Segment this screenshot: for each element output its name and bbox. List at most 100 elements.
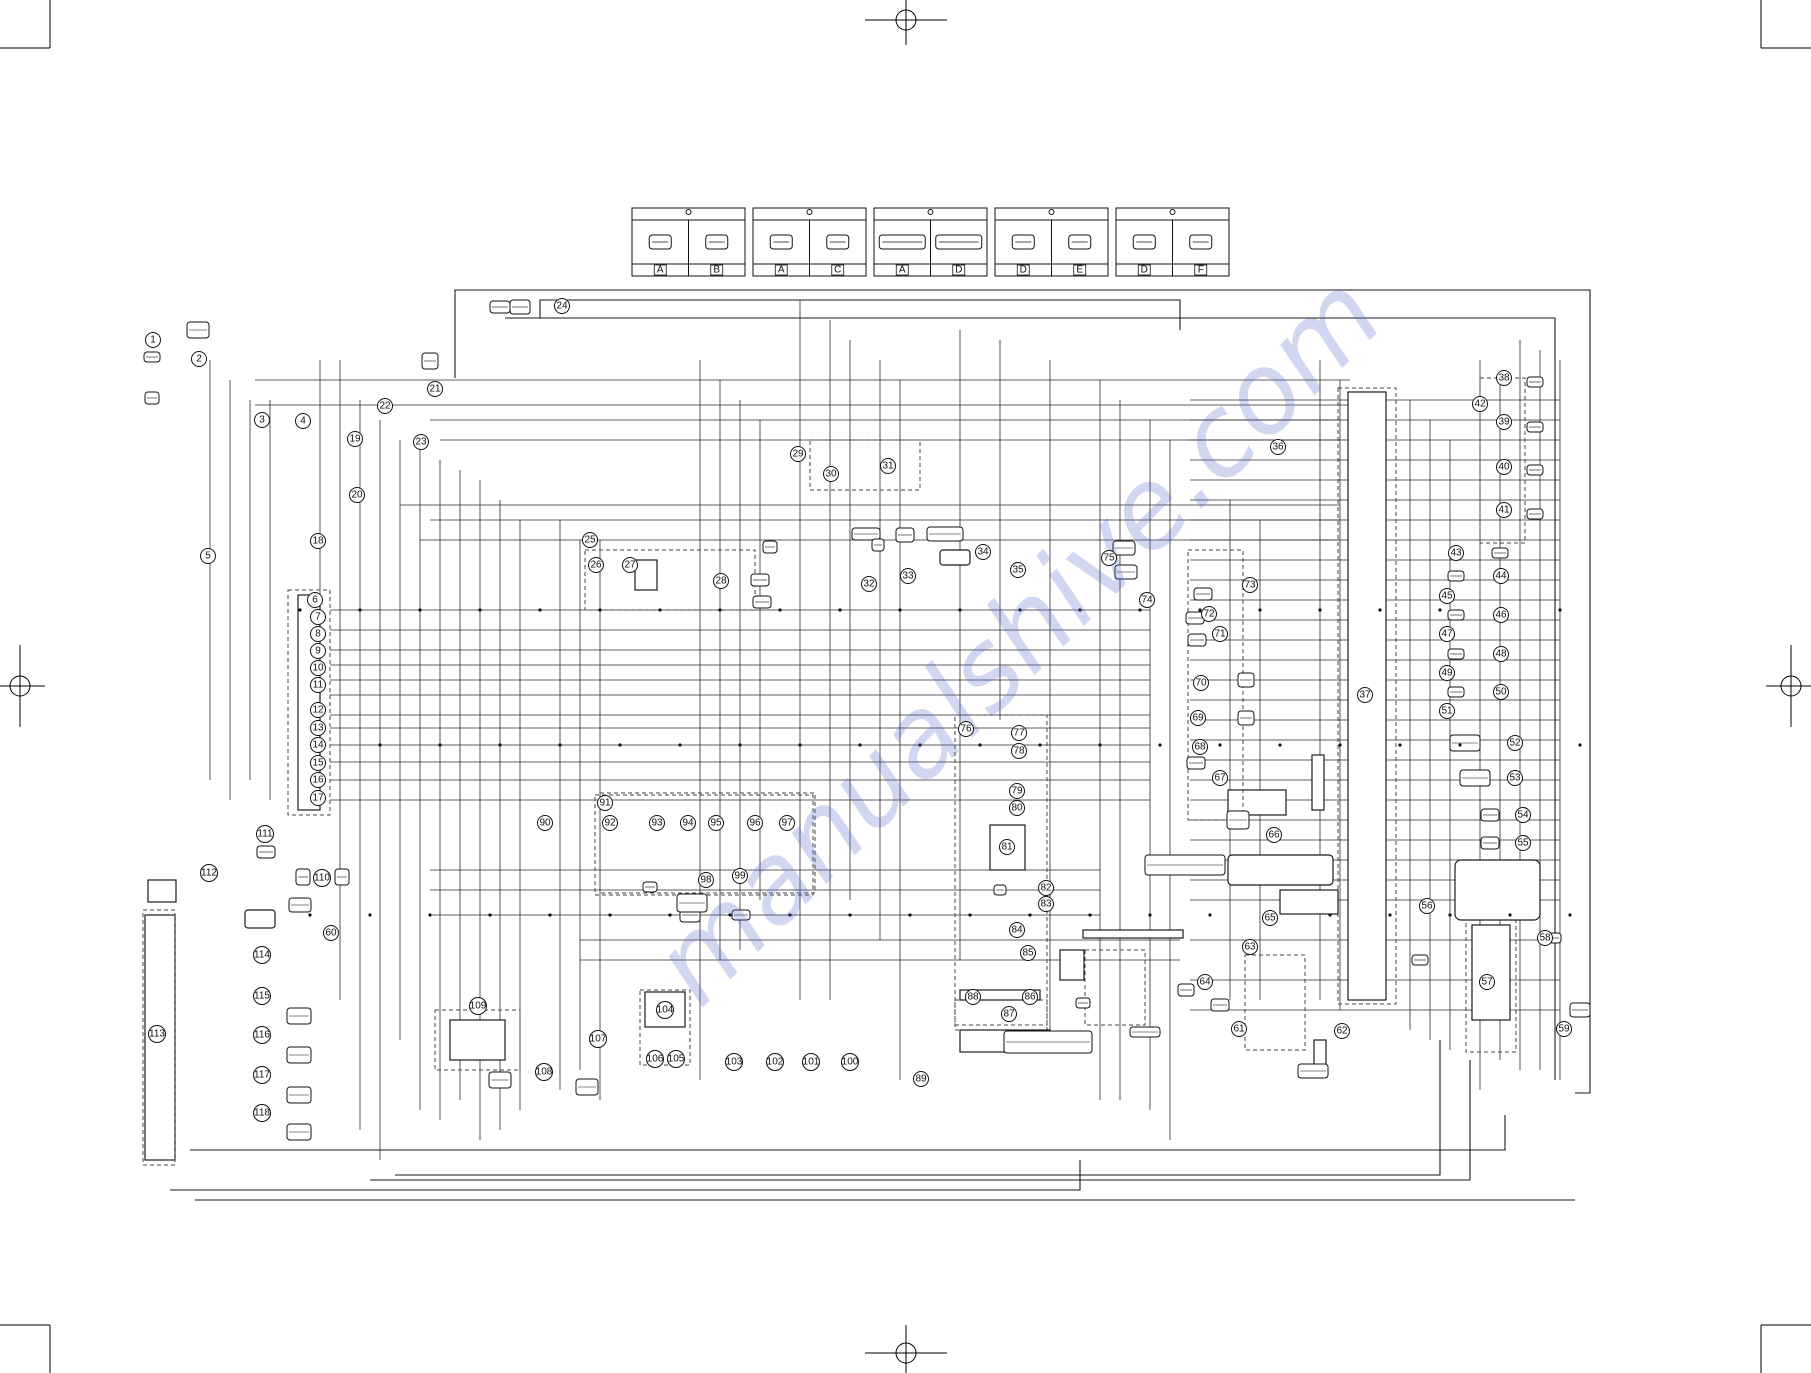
junction-dot bbox=[1328, 913, 1332, 917]
connector-glyph bbox=[1297, 1063, 1329, 1079]
svg-text:53: 53 bbox=[1509, 773, 1521, 784]
connector-glyph bbox=[1210, 998, 1230, 1012]
callout-29: 29 bbox=[790, 446, 806, 462]
svg-text:3: 3 bbox=[259, 415, 265, 426]
svg-text:23: 23 bbox=[415, 437, 427, 448]
callout-92: 92 bbox=[602, 815, 618, 831]
svg-text:10: 10 bbox=[312, 663, 324, 674]
connector-glyph bbox=[752, 595, 772, 609]
svg-text:33: 33 bbox=[902, 571, 914, 582]
svg-text:64: 64 bbox=[1199, 977, 1211, 988]
legend-letter: C bbox=[831, 265, 845, 276]
legend-letter: A bbox=[774, 265, 788, 276]
connector-glyph bbox=[509, 299, 531, 315]
callout-10: 10 bbox=[310, 660, 326, 676]
callout-27: 27 bbox=[622, 557, 638, 573]
callout-12: 12 bbox=[310, 702, 326, 718]
callout-15: 15 bbox=[310, 755, 326, 771]
callout-94: 94 bbox=[680, 815, 696, 831]
svg-text:14: 14 bbox=[312, 740, 324, 751]
svg-text:70: 70 bbox=[1195, 678, 1207, 689]
junction-dot bbox=[358, 608, 362, 612]
callout-104: 104 bbox=[656, 1001, 674, 1019]
junction-dot bbox=[1318, 608, 1322, 612]
callout-32: 32 bbox=[861, 576, 877, 592]
callout-21: 21 bbox=[427, 381, 443, 397]
junction-dot bbox=[368, 913, 372, 917]
svg-text:102: 102 bbox=[767, 1057, 784, 1068]
svg-text:58: 58 bbox=[1539, 933, 1551, 944]
callout-44: 44 bbox=[1493, 568, 1509, 584]
junction-dot bbox=[1438, 608, 1442, 612]
junction-dot bbox=[428, 913, 432, 917]
callout-80: 80 bbox=[1009, 800, 1025, 816]
svg-text:100: 100 bbox=[842, 1057, 859, 1068]
svg-text:63: 63 bbox=[1244, 942, 1256, 953]
svg-text:56: 56 bbox=[1421, 901, 1433, 912]
connector-glyph bbox=[1186, 756, 1206, 770]
svg-text:28: 28 bbox=[715, 576, 727, 587]
svg-text:92: 92 bbox=[604, 818, 616, 829]
callout-6: 6 bbox=[307, 592, 323, 608]
svg-text:67: 67 bbox=[1214, 773, 1226, 784]
svg-text:24: 24 bbox=[556, 301, 568, 312]
svg-text:86: 86 bbox=[1024, 992, 1036, 1003]
callout-48: 48 bbox=[1493, 646, 1509, 662]
junction-dot bbox=[298, 608, 302, 612]
callout-85: 85 bbox=[1020, 945, 1036, 961]
callout-47: 47 bbox=[1439, 626, 1455, 642]
callout-109: 109 bbox=[469, 997, 487, 1015]
callout-31: 31 bbox=[880, 458, 896, 474]
svg-text:59: 59 bbox=[1558, 1024, 1570, 1035]
callout-35: 35 bbox=[1010, 562, 1026, 578]
junction-dot bbox=[488, 913, 492, 917]
svg-text:31: 31 bbox=[882, 461, 894, 472]
svg-text:9: 9 bbox=[315, 646, 321, 657]
svg-text:E: E bbox=[1076, 265, 1083, 276]
callout-103: 103 bbox=[725, 1053, 743, 1071]
svg-text:116: 116 bbox=[254, 1030, 270, 1041]
svg-text:65: 65 bbox=[1264, 913, 1276, 924]
svg-text:6: 6 bbox=[312, 595, 318, 606]
svg-text:30: 30 bbox=[825, 469, 837, 480]
connector-glyph bbox=[1144, 854, 1226, 876]
connector-glyph bbox=[1193, 587, 1213, 601]
callout-107: 107 bbox=[589, 1030, 607, 1048]
svg-text:A: A bbox=[778, 265, 785, 276]
svg-text:81: 81 bbox=[1001, 842, 1013, 853]
callout-17: 17 bbox=[310, 790, 326, 806]
callout-4: 4 bbox=[295, 413, 311, 429]
svg-text:27: 27 bbox=[624, 560, 636, 571]
junction-dot bbox=[718, 608, 722, 612]
callout-87: 87 bbox=[1001, 1006, 1017, 1022]
svg-text:82: 82 bbox=[1040, 883, 1052, 894]
svg-text:95: 95 bbox=[710, 818, 722, 829]
callout-52: 52 bbox=[1507, 735, 1523, 751]
callout-60: 60 bbox=[323, 925, 339, 941]
callout-83: 83 bbox=[1038, 896, 1054, 912]
svg-text:71: 71 bbox=[1214, 629, 1226, 640]
callout-116: 116 bbox=[253, 1026, 271, 1044]
callout-14: 14 bbox=[310, 737, 326, 753]
callout-1: 1 bbox=[145, 332, 161, 348]
callout-11: 11 bbox=[310, 677, 326, 693]
legend-letter: D bbox=[952, 265, 966, 276]
callout-68: 68 bbox=[1192, 739, 1208, 755]
svg-text:C: C bbox=[834, 265, 841, 276]
callout-97: 97 bbox=[779, 815, 795, 831]
connector-glyph bbox=[993, 884, 1007, 896]
callout-54: 54 bbox=[1515, 807, 1531, 823]
svg-text:42: 42 bbox=[1474, 399, 1486, 410]
svg-text:60: 60 bbox=[325, 928, 337, 939]
callout-26: 26 bbox=[588, 557, 604, 573]
junction-dot bbox=[598, 608, 602, 612]
callout-8: 8 bbox=[310, 626, 326, 642]
svg-text:80: 80 bbox=[1011, 803, 1023, 814]
callout-64: 64 bbox=[1197, 974, 1213, 990]
callout-113: 113 bbox=[148, 1025, 166, 1043]
callout-67: 67 bbox=[1212, 770, 1228, 786]
callout-43: 43 bbox=[1448, 545, 1464, 561]
svg-text:89: 89 bbox=[915, 1074, 927, 1085]
